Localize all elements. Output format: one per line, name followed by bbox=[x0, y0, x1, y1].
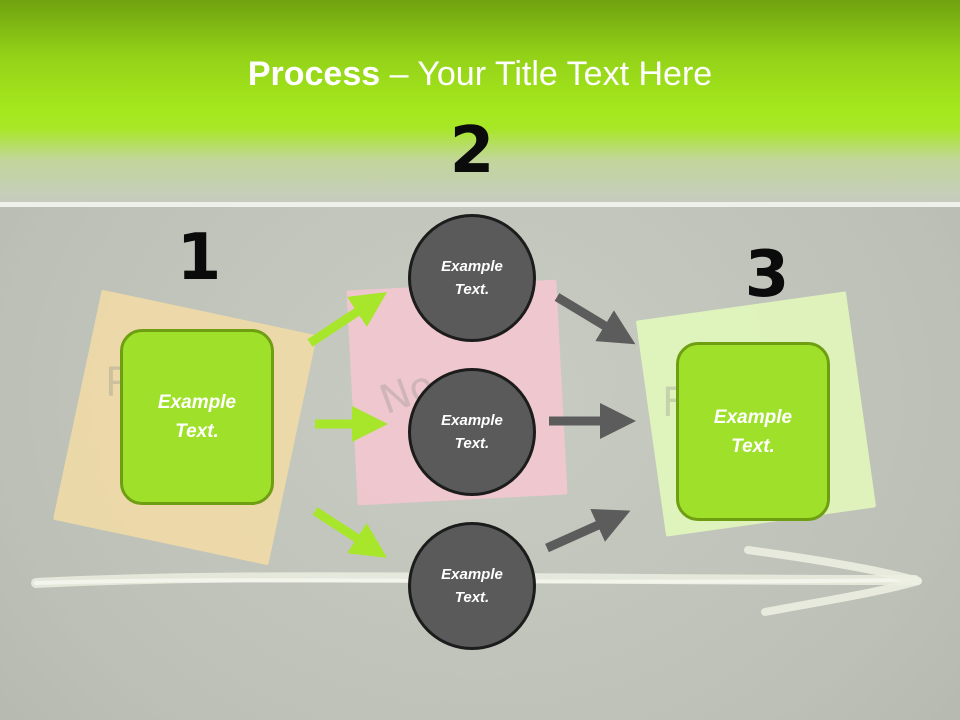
slide-title: Process – Your Title Text Here bbox=[0, 52, 960, 96]
arrow-right-icon bbox=[312, 507, 388, 558]
arrow-right-icon bbox=[545, 508, 631, 553]
step-2c-text: Example Text. bbox=[441, 566, 503, 606]
step-2-circle-middle: Example Text. bbox=[408, 368, 536, 496]
step-1-text: Example Text. bbox=[157, 392, 237, 442]
title-rest: – Your Title Text Here bbox=[380, 55, 713, 93]
arrow-right-icon bbox=[554, 293, 636, 345]
step-3-box: Example Text. bbox=[676, 342, 830, 521]
step-2b-text: Example Text. bbox=[441, 412, 503, 452]
step-number-3: 3 bbox=[744, 238, 790, 312]
chalk-arrow-icon bbox=[31, 546, 922, 616]
step-3-text: Example Text. bbox=[713, 406, 793, 457]
step-2a-text: Example Text. bbox=[441, 258, 503, 298]
step-number-1: 1 bbox=[176, 221, 222, 295]
header-divider bbox=[0, 202, 960, 207]
step-number-2: 2 bbox=[449, 114, 495, 188]
arrow-right-icon bbox=[307, 292, 388, 347]
step-2-circle-bottom: Example Text. bbox=[408, 522, 536, 650]
header-band bbox=[0, 0, 960, 205]
title-bold: Process bbox=[247, 55, 381, 93]
step-2-circle-top: Example Text. bbox=[408, 214, 536, 342]
step-1-box: Example Text. bbox=[120, 329, 274, 505]
